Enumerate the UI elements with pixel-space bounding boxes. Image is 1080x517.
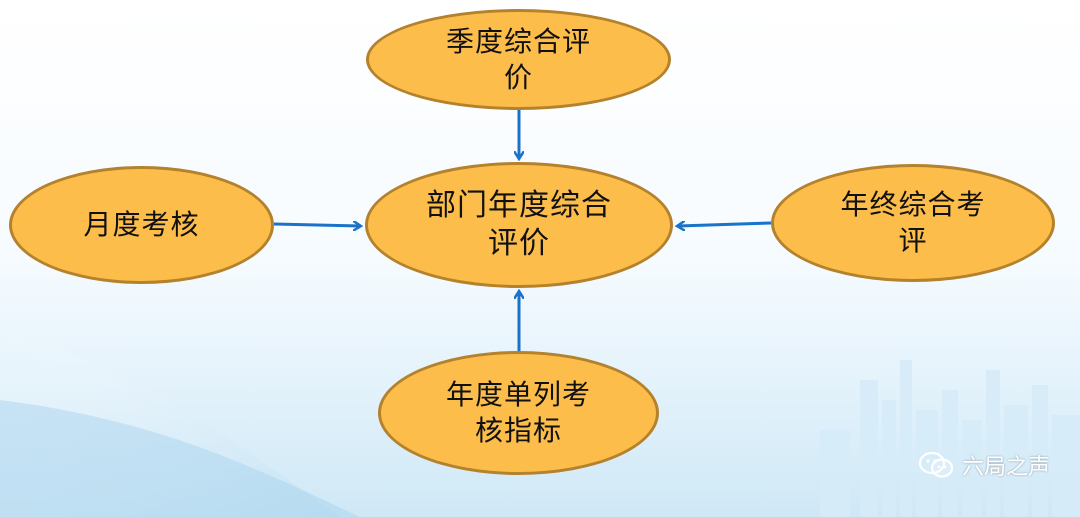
watermark-text: 六局之声 (961, 455, 1050, 480)
node-department-annual-evaluation: 部门年度综合 评价 (365, 162, 673, 288)
wechat-icon (918, 451, 954, 478)
watermark: 六局之声 (918, 449, 1050, 481)
node-annual-separate-indicators: 年度单列考 核指标 (378, 351, 659, 475)
node-quarterly-evaluation: 季度综合评 价 (366, 9, 671, 110)
node-label: 年度单列考 核指标 (445, 378, 591, 447)
node-label: 部门年度综合 评价 (426, 188, 612, 261)
node-label: 季度综合评 价 (445, 24, 591, 94)
node-monthly-assessment: 月度考核 (9, 166, 274, 284)
node-label: 年终综合考 评 (840, 188, 986, 257)
background-wave (0, 400, 360, 517)
node-year-end-evaluation: 年终综合考 评 (771, 164, 1055, 282)
node-label: 月度考核 (83, 208, 200, 241)
city-skyline (820, 360, 1080, 517)
